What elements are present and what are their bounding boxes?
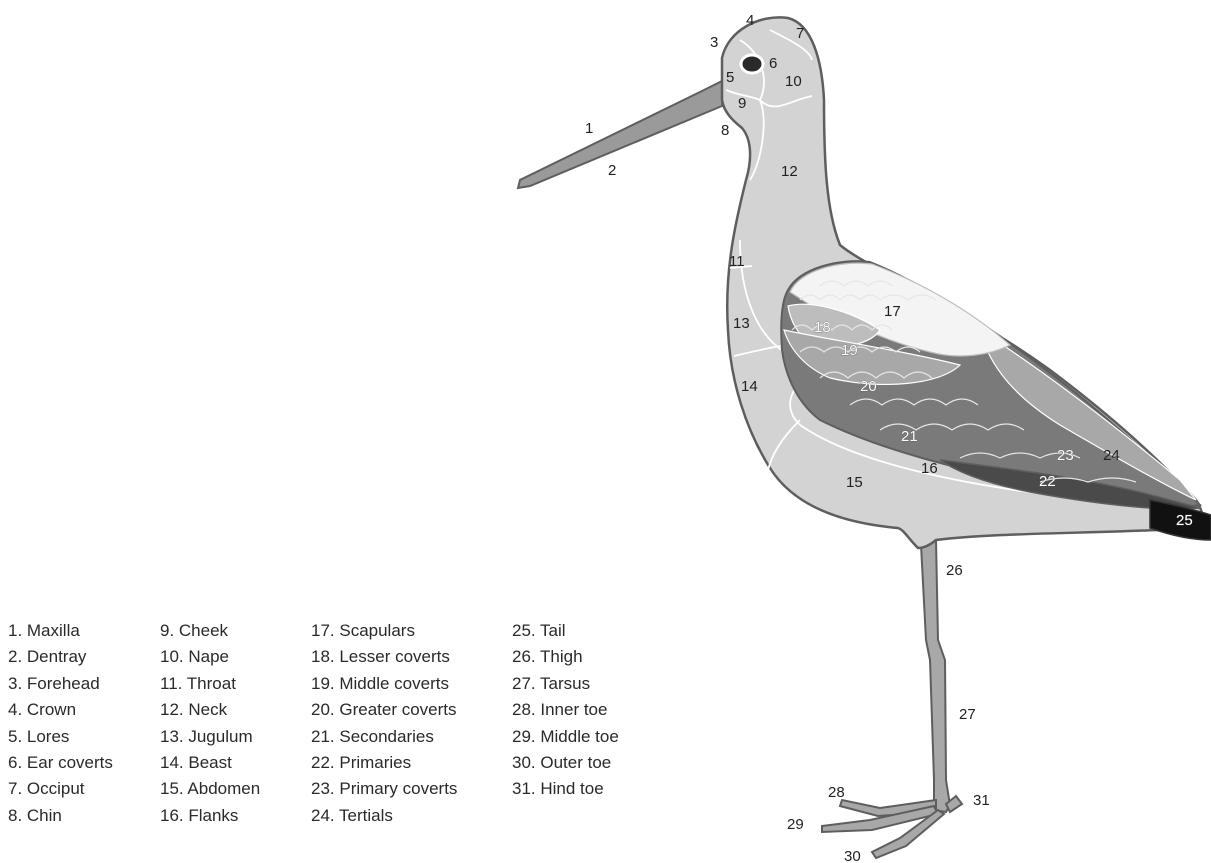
legend-item: 16. Flanks xyxy=(160,803,311,829)
legend-item: 5. Lores xyxy=(8,724,160,750)
legend-item: 3. Forehead xyxy=(8,671,160,697)
legend: 1. Maxilla 2. Dentray 3. Forehead 4. Cro… xyxy=(8,618,672,829)
legend-item: 11. Throat xyxy=(160,671,311,697)
part-label: 27 xyxy=(959,706,976,723)
part-label: 11 xyxy=(729,253,745,270)
legend-item: 22. Primaries xyxy=(311,750,512,776)
legend-item: 13. Jugulum xyxy=(160,724,311,750)
legend-item: 9. Cheek xyxy=(160,618,311,644)
part-label: 9 xyxy=(738,95,746,112)
legend-item: 25. Tail xyxy=(512,618,672,644)
part-label: 2 xyxy=(608,162,616,179)
part-label: 28 xyxy=(828,784,845,801)
part-label: 23 xyxy=(1057,447,1074,464)
legend-item: 23. Primary coverts xyxy=(311,776,512,802)
legend-column: 1. Maxilla 2. Dentray 3. Forehead 4. Cro… xyxy=(8,618,160,829)
part-label: 16 xyxy=(921,460,938,477)
legend-item: 24. Tertials xyxy=(311,803,512,829)
legend-item: 20. Greater coverts xyxy=(311,697,512,723)
part-label: 31 xyxy=(973,792,990,809)
legend-item: 27. Tarsus xyxy=(512,671,672,697)
part-label: 8 xyxy=(721,122,729,139)
legend-item: 7. Occiput xyxy=(8,776,160,802)
legend-item: 15. Abdomen xyxy=(160,776,311,802)
legend-item: 12. Neck xyxy=(160,697,311,723)
part-label: 7 xyxy=(796,25,804,42)
part-label: 6 xyxy=(769,55,777,72)
part-label: 14 xyxy=(741,378,758,395)
part-label: 1 xyxy=(585,120,593,137)
part-label: 5 xyxy=(726,69,734,86)
legend-item: 1. Maxilla xyxy=(8,618,160,644)
legend-item: 8. Chin xyxy=(8,803,160,829)
part-label: 19 xyxy=(841,342,858,359)
part-label: 29 xyxy=(787,816,804,833)
legend-item: 18. Lesser coverts xyxy=(311,644,512,670)
legend-item: 2. Dentray xyxy=(8,644,160,670)
part-label: 22 xyxy=(1039,473,1056,490)
eye xyxy=(741,55,763,73)
legend-column: 9. Cheek 10. Nape 11. Throat 12. Neck 13… xyxy=(160,618,311,829)
legend-item: 6. Ear coverts xyxy=(8,750,160,776)
legend-column: 25. Tail 26. Thigh 27. Tarsus 28. Inner … xyxy=(512,618,672,829)
part-label: 20 xyxy=(860,378,877,395)
part-label: 13 xyxy=(733,315,750,332)
legend-item: 14. Beast xyxy=(160,750,311,776)
legend-item: 26. Thigh xyxy=(512,644,672,670)
beak xyxy=(518,80,724,188)
legend-item: 4. Crown xyxy=(8,697,160,723)
legend-item: 31. Hind toe xyxy=(512,776,672,802)
part-label: 18 xyxy=(814,319,831,336)
part-label: 4 xyxy=(746,12,754,29)
part-label: 15 xyxy=(846,474,863,491)
part-label: 17 xyxy=(884,303,901,320)
part-label: 24 xyxy=(1103,447,1120,464)
legend-item: 30. Outer toe xyxy=(512,750,672,776)
legend-item: 10. Nape xyxy=(160,644,311,670)
part-label: 10 xyxy=(785,73,802,90)
legend-item: 29. Middle toe xyxy=(512,724,672,750)
legs xyxy=(822,540,962,858)
part-label: 30 xyxy=(844,848,861,863)
legend-column: 17. Scapulars 18. Lesser coverts 19. Mid… xyxy=(311,618,512,829)
legend-item: 17. Scapulars xyxy=(311,618,512,644)
part-label: 25 xyxy=(1176,512,1193,529)
part-label: 26 xyxy=(946,562,963,579)
legend-item: 21. Secondaries xyxy=(311,724,512,750)
part-label: 12 xyxy=(781,163,798,180)
part-label: 3 xyxy=(710,34,718,51)
legend-item: 19. Middle coverts xyxy=(311,671,512,697)
leg-shape xyxy=(921,540,950,812)
part-label: 21 xyxy=(901,428,918,445)
legend-item: 28. Inner toe xyxy=(512,697,672,723)
